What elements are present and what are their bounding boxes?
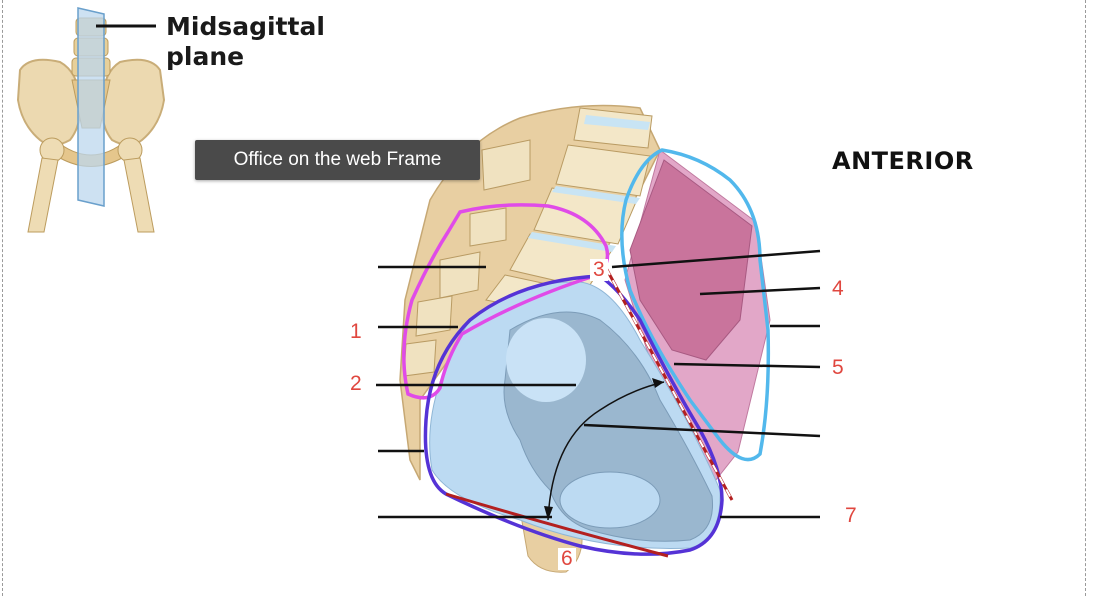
label-number-7: 7 [845,504,857,527]
office-frame-tooltip: Office on the web Frame [195,140,480,180]
plane-label-line1: Midsagittal [166,12,325,41]
label-number-4: 4 [832,277,844,300]
midsagittal-plane-label: Midsagittal plane [166,12,325,72]
pelvis-thumbnail [16,7,166,233]
blue-outline [620,148,771,462]
anterior-label: ANTERIOR [832,147,974,175]
label-number-6: 6 [558,548,576,570]
purple-outline [423,274,724,556]
plane-label-line2: plane [166,42,245,71]
magenta-outline [402,203,610,400]
tooltip-text: Office on the web Frame [233,149,442,170]
label-number-5: 5 [832,356,844,379]
label-number-3: 3 [590,259,608,281]
label-number-2: 2 [350,372,362,395]
label-number-1: 1 [350,320,362,343]
leader-lines [376,249,821,519]
